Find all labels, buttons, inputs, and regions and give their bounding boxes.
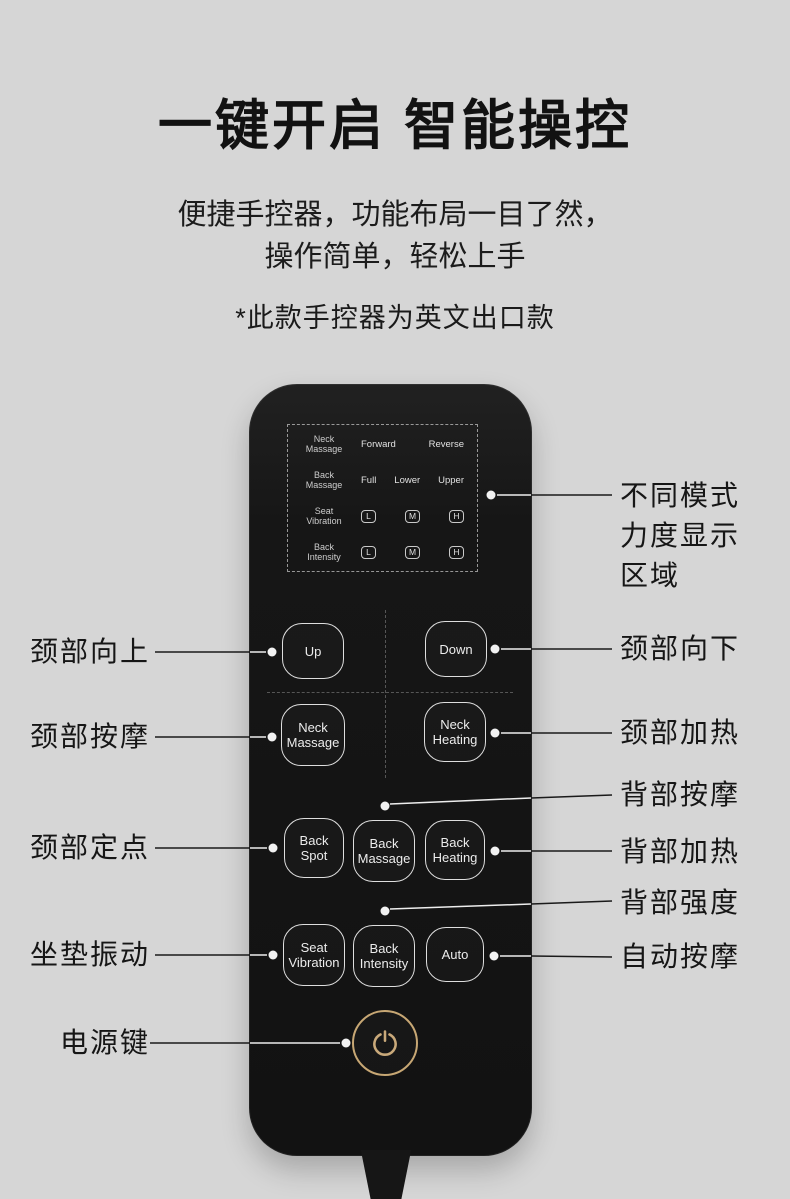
display-row-back-massage: Back Massage Full Lower Upper [297, 470, 468, 490]
back-heating-button[interactable]: Back Heating [425, 820, 485, 880]
leader-line-back-intensity [530, 900, 613, 905]
back-massage-button[interactable]: Back Massage [353, 820, 415, 882]
neck-heating-button[interactable]: Neck Heating [424, 702, 486, 762]
display-value-forward: Forward [361, 438, 396, 450]
back-spot-button[interactable]: Back Spot [284, 818, 344, 878]
display-label-neck-massage: Neck Massage [305, 434, 343, 454]
display-level-indicators: L M H [351, 509, 468, 523]
display-label-seat-vibration: Seat Vibration [306, 506, 342, 526]
up-button[interactable]: Up [282, 623, 344, 679]
mode-display-panel: Neck Massage Forward Reverse Back Massag… [287, 424, 478, 572]
callout-seat-vibration-label: 坐垫振动 [29, 939, 150, 970]
callout-auto-massage-label: 自动按摩 [620, 941, 741, 972]
power-icon [373, 1030, 397, 1056]
level-indicator-high: H [449, 509, 464, 523]
callout-neck-massage-label: 颈部按摩 [29, 721, 150, 752]
callout-power-label: 电源键 [59, 1027, 150, 1058]
subtitle-line-1: 便捷手控器，功能布局一目了然， [177, 199, 613, 231]
display-value-reverse: Reverse [428, 438, 464, 450]
display-label-back-massage: Back Massage [305, 470, 343, 490]
auto-button[interactable]: Auto [426, 927, 484, 982]
display-label-back-intensity: Back Intensity [307, 542, 341, 562]
neck-massage-button[interactable]: Neck Massage [281, 704, 345, 766]
leader-line-auto-massage [530, 955, 613, 958]
callout-neck-up-label: 颈部向上 [29, 636, 150, 667]
level-indicator-high: H [449, 545, 464, 559]
callout-back-heating-label: 背部加热 [620, 836, 741, 867]
remote-control: Neck Massage Forward Reverse Back Massag… [249, 384, 532, 1156]
callout-back-intensity-label: 背部强度 [620, 887, 741, 918]
level-indicator-low: L [361, 545, 376, 559]
remote-cable [360, 1150, 412, 1199]
button-grid-divider-vertical [385, 610, 386, 778]
callout-neck-spot-label: 颈部定点 [29, 832, 150, 863]
callout-neck-heating-label: 颈部加热 [620, 717, 741, 748]
display-row-back-intensity: Back Intensity L M H [297, 542, 468, 562]
callout-back-massage-label: 背部按摩 [620, 779, 741, 810]
power-button[interactable] [352, 1010, 418, 1076]
level-indicator-medium: M [405, 545, 420, 559]
subtitle-line-2: 操作简单，轻松上手 [264, 241, 526, 273]
leader-line-back-massage [530, 794, 613, 799]
display-value-lower: Lower [394, 474, 421, 486]
display-row-seat-vibration: Seat Vibration L M H [297, 506, 468, 526]
display-level-indicators: L M H [351, 545, 468, 559]
export-version-note: *此款手控器为英文出口款 [235, 303, 555, 333]
seat-vibration-button[interactable]: Seat Vibration [283, 924, 345, 986]
button-grid-divider-horizontal [267, 692, 513, 693]
display-row-neck-massage: Neck Massage Forward Reverse [297, 434, 468, 454]
back-intensity-button[interactable]: Back Intensity [353, 925, 415, 987]
subtitle: 便捷手控器，功能布局一目了然， 操作简单，轻松上手 [0, 194, 790, 278]
callout-neck-down-label: 颈部向下 [620, 633, 741, 664]
display-values: Forward Reverse [351, 439, 468, 450]
down-button[interactable]: Down [425, 621, 487, 677]
display-value-full: Full [361, 474, 377, 486]
page-title: 一键开启 智能操控 [157, 96, 632, 156]
callout-display-zone-label: 不同模式 力度显示 区域 [620, 480, 741, 591]
display-values: Full Lower Upper [351, 475, 468, 486]
level-indicator-medium: M [405, 509, 420, 523]
level-indicator-low: L [361, 509, 376, 523]
display-value-upper: Upper [438, 474, 464, 486]
